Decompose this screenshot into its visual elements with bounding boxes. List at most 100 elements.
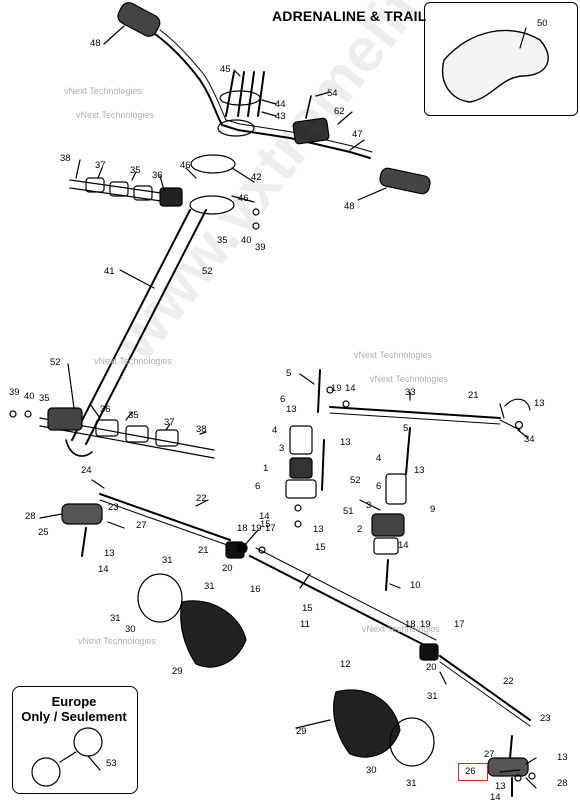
part-label[interactable]: 31 — [110, 613, 121, 624]
part-label[interactable]: 12 — [340, 659, 351, 670]
part-label[interactable]: 44 — [275, 99, 286, 110]
part-label[interactable]: 15 — [315, 542, 326, 553]
part-label[interactable]: 14 — [398, 540, 409, 551]
part-label[interactable]: 31 — [162, 555, 173, 566]
part-label[interactable]: 38 — [196, 424, 207, 435]
part-label[interactable]: 21 — [468, 390, 479, 401]
part-label[interactable]: 46 — [180, 160, 191, 171]
part-label[interactable]: 50 — [537, 18, 548, 29]
part-label[interactable]: 45 — [220, 64, 231, 75]
part-label[interactable]: 23 — [540, 713, 551, 724]
part-label[interactable]: 27 — [136, 520, 147, 531]
part-label[interactable]: 14 — [490, 792, 501, 800]
part-label[interactable]: 9 — [430, 504, 436, 515]
part-label[interactable]: 6 — [376, 481, 382, 492]
part-label[interactable]: 13 — [534, 398, 545, 409]
part-label[interactable]: 41 — [104, 266, 115, 277]
part-label[interactable]: 35 — [217, 235, 228, 246]
part-label[interactable]: 13 — [340, 437, 351, 448]
part-label[interactable]: 47 — [352, 129, 363, 140]
part-label[interactable]: 36 — [100, 404, 111, 415]
part-label[interactable]: 43 — [275, 111, 286, 122]
part-label[interactable]: 11 — [300, 619, 310, 630]
part-label[interactable]: 20 — [426, 662, 437, 673]
part-label[interactable]: 31 — [427, 691, 438, 702]
part-label[interactable]: 13 — [414, 465, 425, 476]
boot-right — [333, 689, 401, 758]
part-label[interactable]: 33 — [405, 387, 416, 398]
part-label[interactable]: 24 — [81, 465, 92, 476]
part-label[interactable]: 13 — [104, 548, 115, 559]
part-label[interactable]: 40 — [24, 391, 35, 402]
part-label[interactable]: 48 — [90, 38, 101, 49]
part-label[interactable]: 14 — [259, 511, 270, 522]
part-label[interactable]: 30 — [366, 765, 377, 776]
part-label[interactable]: 20 — [222, 563, 233, 574]
part-label[interactable]: 42 — [251, 172, 262, 183]
part-label[interactable]: 13 — [495, 781, 506, 792]
part-label[interactable]: 13 — [313, 524, 324, 535]
part-label[interactable]: 14 — [345, 383, 356, 394]
part-label[interactable]: 29 — [172, 666, 183, 677]
part-label[interactable]: 35 — [130, 165, 141, 176]
part-label[interactable]: 6 — [255, 481, 261, 492]
part-label[interactable]: 62 — [334, 106, 345, 117]
part-label[interactable]: 19 — [420, 619, 431, 630]
part-label[interactable]: 40 — [241, 235, 252, 246]
part-label[interactable]: 29 — [296, 726, 307, 737]
part-label[interactable]: 39 — [9, 387, 20, 398]
part-label[interactable]: 25 — [38, 527, 49, 538]
part-label[interactable]: 35 — [128, 410, 139, 421]
part-label[interactable]: 34 — [524, 434, 535, 445]
part-label[interactable]: 30 — [125, 624, 136, 635]
part-label[interactable]: 17 — [265, 523, 276, 534]
part-label[interactable]: 18 — [237, 523, 248, 534]
part-label[interactable]: 1 — [263, 463, 269, 474]
part-label[interactable]: 13 — [286, 404, 297, 415]
part-label[interactable]: 19 — [251, 523, 262, 534]
part-label[interactable]: 37 — [164, 417, 175, 428]
part-label[interactable]: 21 — [198, 545, 209, 556]
part-label[interactable]: 3 — [366, 500, 372, 511]
part-label[interactable]: 35 — [39, 393, 50, 404]
part-label[interactable]: 39 — [255, 242, 266, 253]
part-label[interactable]: 46 — [238, 193, 249, 204]
part-label[interactable]: 26 — [465, 766, 476, 777]
part-label[interactable]: 36 — [152, 170, 163, 181]
part-label[interactable]: 27 — [484, 749, 495, 760]
part-label[interactable]: 15 — [260, 519, 271, 530]
part-label[interactable]: 16 — [250, 584, 261, 595]
part-label[interactable]: 52 — [202, 266, 213, 277]
highlight-box[interactable] — [458, 763, 488, 781]
part-label[interactable]: 5 — [286, 368, 292, 379]
part-label[interactable]: 37 — [95, 160, 106, 171]
part-label[interactable]: 5 — [403, 423, 409, 434]
part-label[interactable]: 48 — [344, 201, 355, 212]
part-label[interactable]: 17 — [454, 619, 465, 630]
part-label[interactable]: 52 — [50, 357, 61, 368]
part-label[interactable]: 13 — [557, 752, 568, 763]
part-label[interactable]: 23 — [108, 502, 119, 513]
part-label[interactable]: 4 — [376, 453, 382, 464]
part-label[interactable]: 3 — [279, 443, 285, 454]
part-label[interactable]: 15 — [302, 603, 313, 614]
part-label[interactable]: 31 — [204, 581, 215, 592]
part-label[interactable]: 14 — [98, 564, 109, 575]
part-label[interactable]: 22 — [503, 676, 514, 687]
part-label[interactable]: 38 — [60, 153, 71, 164]
part-label[interactable]: 18 — [405, 619, 416, 630]
part-label[interactable]: 22 — [196, 493, 207, 504]
part-label[interactable]: 31 — [406, 778, 417, 789]
part-label[interactable]: 6 — [280, 394, 286, 405]
part-label[interactable]: 54 — [327, 88, 338, 99]
part-label[interactable]: 4 — [272, 425, 278, 436]
part-label[interactable]: 51 — [343, 506, 354, 517]
part-label[interactable]: 52 — [350, 475, 361, 486]
part-label[interactable]: 2 — [357, 524, 363, 535]
part-label[interactable]: 19 — [331, 383, 342, 394]
part-label[interactable]: 28 — [25, 511, 36, 522]
part-label[interactable]: 10 — [410, 580, 421, 591]
watermark-text: vNext Technologies — [78, 636, 156, 646]
part-label[interactable]: 53 — [106, 758, 117, 769]
part-label[interactable]: 28 — [557, 778, 568, 789]
